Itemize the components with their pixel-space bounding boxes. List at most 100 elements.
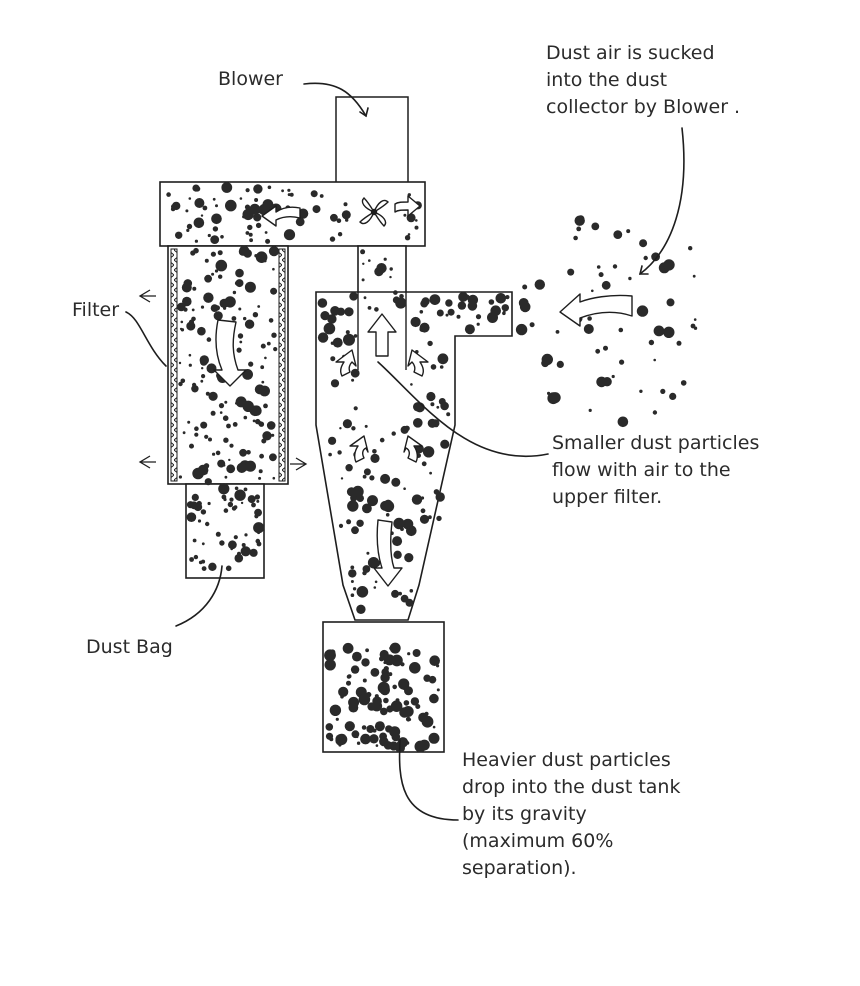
swirl-arrow-right-icon [407, 349, 429, 377]
dust-particle [366, 551, 370, 555]
dust-particle [242, 400, 254, 412]
dust-particle [648, 339, 655, 346]
outflow-arrow-bottom-right-icon [290, 457, 308, 471]
dust-particle [179, 327, 183, 331]
dust-particle [239, 197, 243, 200]
dust-particle [329, 704, 342, 716]
intake-label: Dust air is sucked into the dust collect… [546, 42, 741, 118]
dust-particle [343, 202, 348, 207]
dust-particle [379, 736, 389, 747]
dust-particle [269, 453, 277, 462]
dust-particle [267, 185, 272, 190]
dust-particle [281, 189, 284, 193]
dust-particle [335, 734, 346, 744]
dust-particle [420, 508, 426, 514]
dust-particle [344, 721, 355, 732]
dust-particle [639, 389, 643, 393]
dust-particle [663, 259, 675, 271]
dust-particle [248, 232, 253, 237]
dust-particle [330, 213, 338, 222]
dust-particle [251, 502, 256, 508]
dust-particle [200, 358, 208, 366]
blower-label: Blower [218, 68, 283, 90]
dust-particle [245, 188, 250, 193]
dust-particle [235, 279, 244, 288]
dust-particle [244, 533, 248, 537]
dust-particle [692, 274, 696, 278]
dust-particle [406, 525, 417, 537]
dust-particle [166, 192, 171, 197]
dust-particle [347, 500, 359, 512]
dust-particle [391, 477, 401, 487]
dust-particle [194, 239, 198, 243]
dust-particle [236, 347, 242, 353]
dust-particle [574, 215, 585, 226]
dust-particle [200, 214, 204, 217]
outflow-arrow-bottom-left-icon [138, 455, 156, 469]
dust-particle [240, 546, 251, 557]
dust-particle [360, 249, 366, 255]
dust-particle [346, 487, 357, 497]
dust-particle [379, 656, 384, 662]
swirl-arrow-left-icon [335, 349, 357, 377]
blower-leader-head [359, 107, 369, 118]
dust-particle [353, 406, 358, 411]
dust-particle [214, 269, 219, 273]
dust-particle [205, 391, 210, 396]
dust-particle [490, 305, 502, 317]
dust-particle [251, 405, 262, 417]
dust-particle [186, 223, 193, 230]
dust-particle [330, 356, 336, 362]
dust-particle [244, 204, 251, 210]
dust-particle [324, 649, 336, 662]
dust-particle [427, 418, 437, 428]
dust-particle [272, 267, 275, 271]
dust-particle [336, 307, 345, 316]
dust-particle [457, 301, 467, 310]
dust-particle [203, 463, 210, 469]
dust-particle [260, 343, 266, 349]
dust-particle [603, 345, 608, 351]
cyclone-up-arrow-icon [367, 313, 397, 357]
dust-particle [218, 274, 223, 279]
dust-particle [404, 686, 413, 696]
dust-particle [346, 519, 352, 525]
dust-particle [340, 477, 344, 480]
dust-particle [233, 505, 238, 510]
dust-particle [403, 700, 410, 706]
filter-label: Filter [72, 299, 120, 321]
dust-particle [430, 364, 437, 370]
dust-particle [435, 492, 445, 502]
dust-particle [419, 326, 426, 333]
dust-particle [226, 464, 236, 474]
dust-particle [242, 215, 246, 219]
dust-particle [407, 652, 411, 656]
dust-particle [325, 732, 334, 740]
dust-particle [223, 508, 229, 513]
dust-particle [207, 501, 211, 506]
dust-particle [215, 204, 218, 208]
dust-particle [268, 318, 274, 323]
dust-particle [191, 316, 196, 322]
dust-particle [350, 565, 355, 570]
dust-particle [666, 298, 675, 307]
dust-particle [234, 489, 246, 501]
dust-particle [501, 304, 509, 312]
dust-particle [212, 452, 216, 456]
dust-particle [200, 509, 207, 515]
dust-particle [198, 560, 203, 565]
dust-particle [419, 310, 424, 314]
dust-particle [189, 443, 194, 449]
dust-particle [464, 324, 475, 335]
dust-particle [238, 307, 242, 311]
dust-particle [393, 517, 405, 530]
dust-particle [447, 308, 455, 316]
dust-particle [591, 289, 594, 293]
dust-particle [420, 299, 429, 308]
dust-particle [390, 700, 403, 712]
dust-particle [205, 521, 210, 527]
dust-particle [312, 205, 321, 214]
dust-particle [346, 680, 351, 686]
dust-particle [347, 674, 352, 679]
